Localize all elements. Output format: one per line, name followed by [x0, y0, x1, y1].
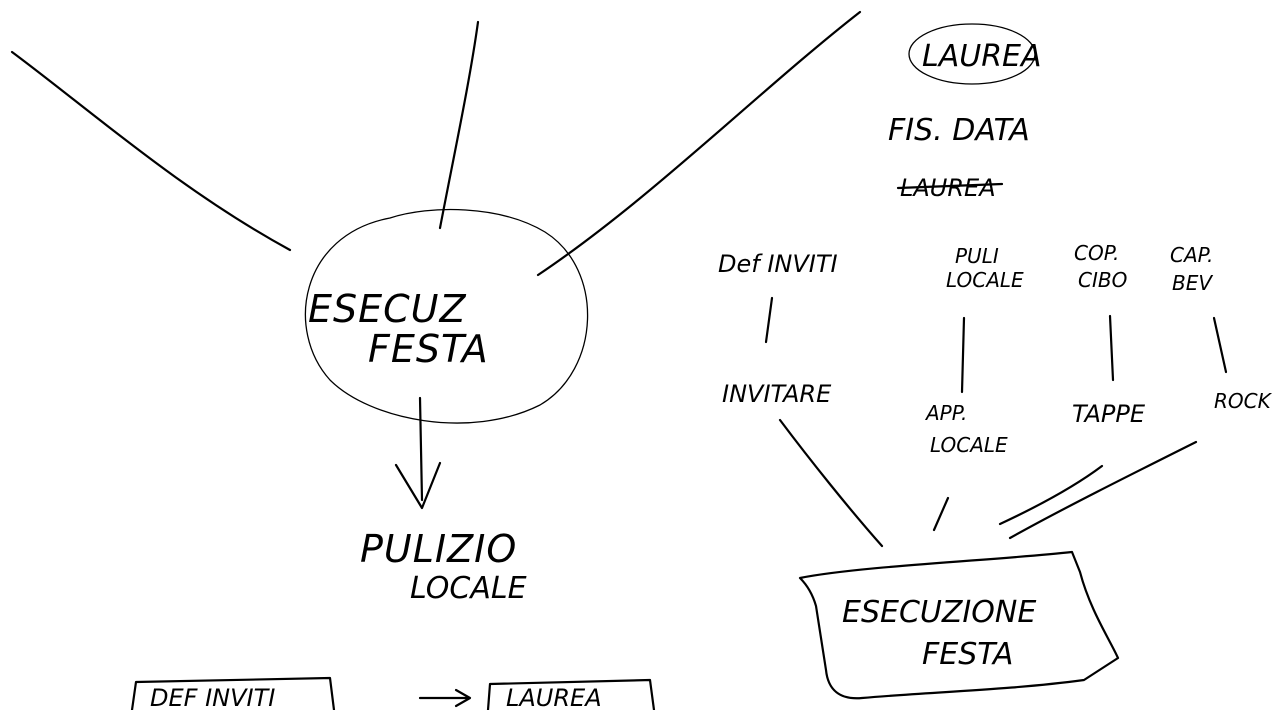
top-node-2-line1: PULI: [955, 244, 999, 268]
connector-f2: [932, 496, 950, 532]
top-node-4-line2: BEV: [1172, 271, 1213, 295]
connector-line-left: [10, 50, 292, 252]
arrow-target-label-line1: PULIZIO: [360, 527, 517, 571]
down-arrow-head: [394, 461, 442, 510]
top-node-2-line2: LOCALE: [946, 268, 1024, 292]
connector-v4: [1212, 316, 1228, 374]
connector-f3: [998, 464, 1104, 526]
top-node-3-line2: CIBO: [1078, 268, 1127, 292]
top-node-1-line1: Def INVITI: [718, 250, 838, 278]
top-node-3-line1: COP.: [1074, 241, 1119, 265]
top-node-4-line1: CAP.: [1170, 243, 1213, 267]
connector-f4: [1008, 440, 1198, 540]
bottom-box-1-label: DEF INVITI: [150, 684, 275, 710]
laurea-circle: [908, 23, 1036, 85]
connector-v1: [764, 296, 774, 344]
center-node-label-line1: ESECUZ: [308, 287, 467, 331]
connector-v2: [960, 316, 966, 394]
final-box-label-line2: FESTA: [922, 637, 1013, 672]
down-arrow-shaft: [418, 396, 424, 502]
bottom-arrow: [418, 688, 472, 708]
top-circled-label: LAUREA: [922, 39, 1042, 74]
bottom-box-2-label: LAUREA: [506, 684, 602, 710]
center-node-circle: [304, 208, 589, 424]
connector-line-top: [438, 20, 480, 230]
connector-v3: [1108, 314, 1115, 382]
bottom-box-2: [486, 678, 656, 710]
mid-node-1-line1: INVITARE: [722, 380, 832, 408]
final-box-label-line1: ESECUZIONE: [842, 595, 1036, 630]
mid-node-4-line1: ROCK: [1214, 389, 1273, 413]
arrow-target-label-line2: LOCALE: [410, 571, 527, 606]
connector-line-right: [536, 10, 862, 277]
center-node-label-line2: FESTA: [368, 327, 489, 371]
strikethrough-line: [896, 182, 1004, 190]
connector-f1: [778, 418, 884, 548]
mid-node-3-line1: TAPPE: [1072, 400, 1146, 428]
mid-node-2-line1: APP.: [924, 401, 967, 425]
final-box: [798, 550, 1120, 700]
fis-data-label: FIS. DATA: [888, 113, 1030, 148]
bottom-box-1: [130, 676, 336, 710]
mid-node-2-line2: LOCALE: [930, 433, 1008, 457]
